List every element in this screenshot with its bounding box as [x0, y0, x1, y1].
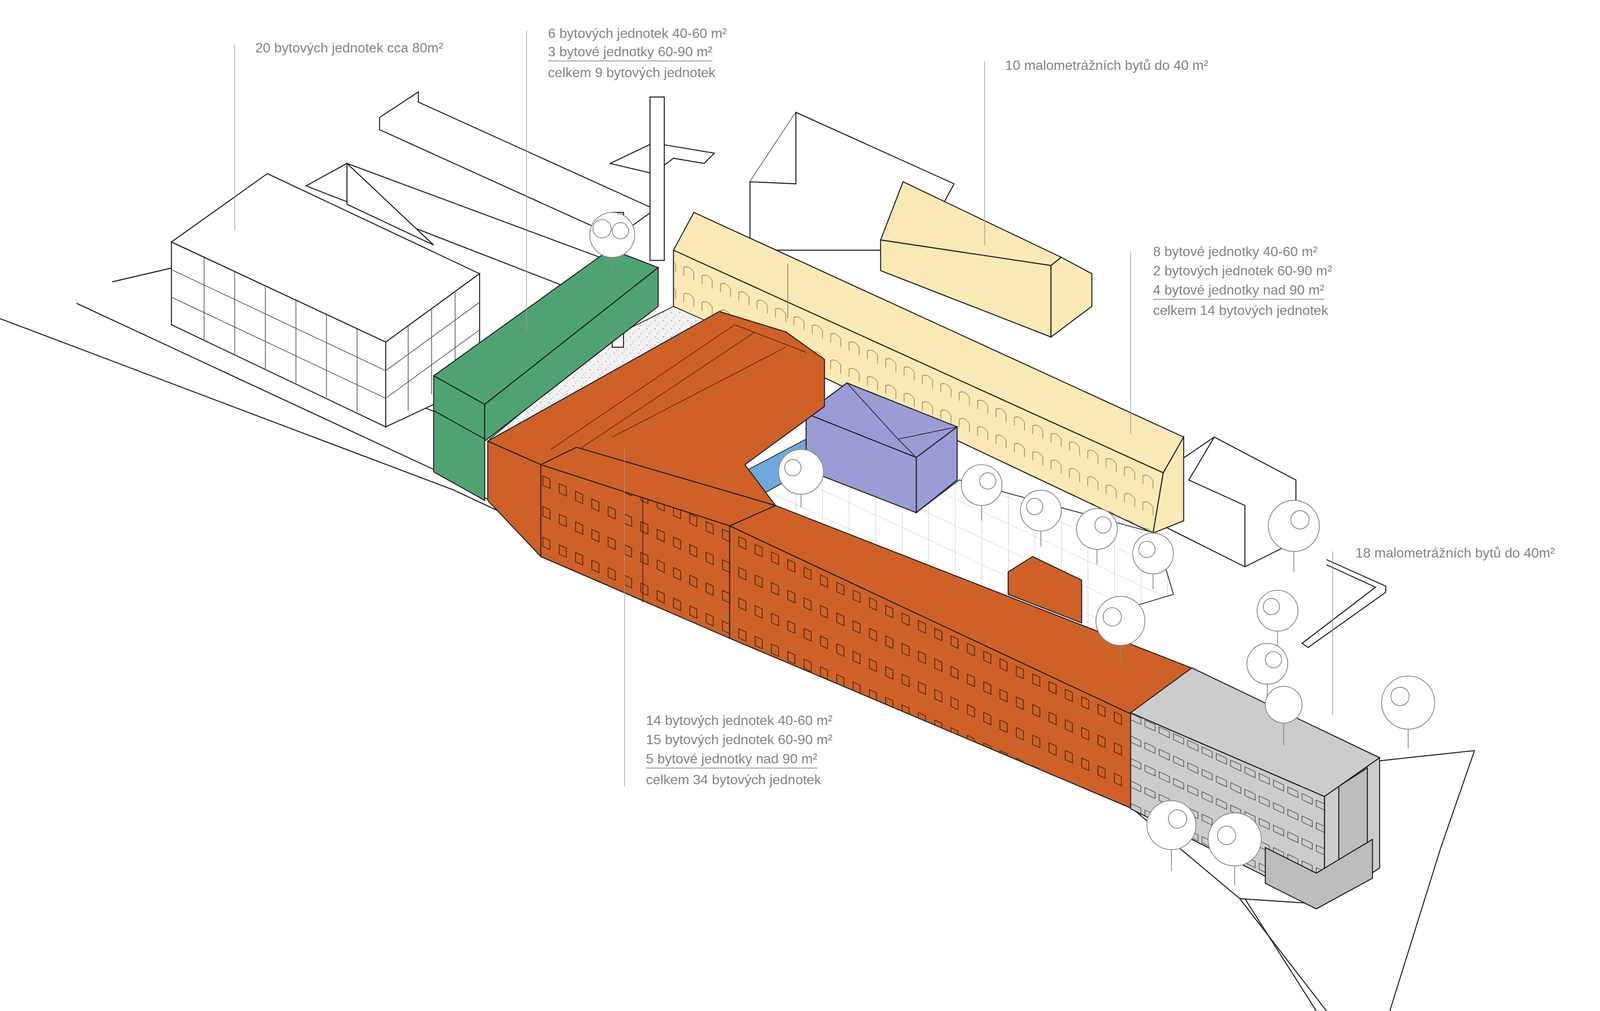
unit-count-note: 18 malometrážních bytů do 40m² [1355, 544, 1555, 561]
unit-count-note: 20 bytových jednotek cca 80m² [255, 40, 444, 56]
unit-count-note: celkem 14 bytových jednotek [1153, 302, 1329, 319]
unit-count-note: celkem 34 bytových jednotek [645, 771, 822, 788]
unit-count-note: 14 bytových jednotek 40-60 m² [645, 712, 833, 729]
unit-count-note: celkem 9 bytových jednotek [547, 64, 716, 81]
unit-count-note: 8 bytové jednotky 40-60 m² [1153, 243, 1318, 260]
unit-count-note: 4 bytové jednotky nad 90 m² [1153, 282, 1325, 300]
unit-count-note: 15 bytových jednotek 60-90 m² [645, 731, 833, 748]
unit-count-note: 2 bytových jednotek 60-90 m² [1153, 262, 1332, 279]
unit-count-note: 6 bytových jednotek 40-60 m² [547, 25, 727, 42]
unit-count-note: 5 bytové jednotky nad 90 m² [645, 750, 818, 769]
unit-count-note: 10 malometrážních bytů do 40 m² [1005, 57, 1209, 74]
unit-count-note: 3 bytové jednotky 60-90 m² [547, 43, 713, 62]
